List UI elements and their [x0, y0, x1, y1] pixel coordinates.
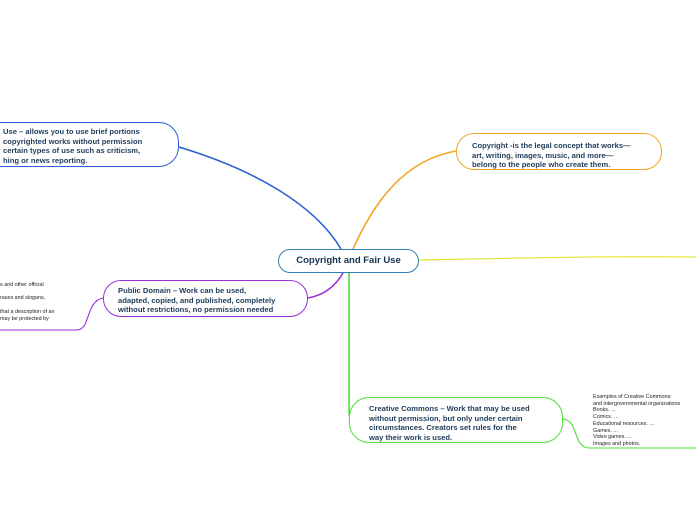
- connector-cc-leaf: [562, 418, 591, 449]
- topic-copyright[interactable]: Copyright -is the legal concept that wor…: [456, 133, 662, 170]
- public-notes-line: [0, 289, 55, 296]
- fair-use-line: certain types of use such as criticism,: [3, 146, 141, 155]
- public-domain-line: Public Domain – Work can be used,: [118, 286, 247, 295]
- connector-public-leaf: [75, 297, 104, 331]
- connector-fair-use: [178, 146, 342, 250]
- cc-example-line: Games. ...: [593, 427, 618, 434]
- creative-commons-examples[interactable]: Examples of Creative Commons: and interg…: [593, 394, 680, 448]
- creative-commons-line: circumstances. Creators set rules for th…: [369, 423, 517, 432]
- creative-commons-line: Creative Commons – Work that may be used: [369, 404, 530, 413]
- connector-creative-commons: [348, 273, 353, 423]
- connector-copyright: [352, 150, 457, 250]
- public-domain-line: without restrictions, no permission need…: [118, 305, 274, 314]
- public-domain-notes[interactable]: s and other official rases and slogans, …: [0, 282, 55, 322]
- public-notes-line: s and other official: [0, 282, 44, 288]
- cc-example-line: Comics. ...: [593, 414, 619, 421]
- fair-use-line: copyrighted works without permission: [3, 136, 143, 146]
- copyright-line: Copyright -is the legal concept that wor…: [472, 141, 631, 150]
- connector-right-branch: [418, 256, 696, 261]
- copyright-line: art, writing, images, music, and more—: [472, 150, 614, 160]
- public-notes-line: that a description of an: [0, 308, 55, 315]
- public-notes-line: rases and slogans,: [0, 295, 46, 302]
- creative-commons-line: way their work is used.: [369, 432, 453, 442]
- cc-example-line: Video games. ...: [593, 434, 632, 441]
- topic-fair-use[interactable]: Use – allows you to use brief portions c…: [0, 122, 179, 167]
- topic-creative-commons[interactable]: Creative Commons – Work that may be used…: [349, 397, 563, 443]
- topic-public-domain[interactable]: Public Domain – Work can be used, adapte…: [103, 280, 308, 317]
- fair-use-line: hing or news reporting.: [3, 155, 88, 165]
- fair-use-line: Use – allows you to use brief portions: [3, 127, 140, 136]
- public-notes-line: [0, 302, 55, 309]
- public-notes-line: may be protected by: [0, 315, 49, 322]
- creative-commons-line: without permission, but only under certa…: [369, 413, 523, 423]
- public-domain-line: adapted, copied, and published, complete…: [118, 295, 276, 305]
- central-topic-label: Copyright and Fair Use: [296, 255, 401, 266]
- cc-example-line: Images and photos.: [593, 440, 641, 447]
- cc-example-line: Examples of Creative Commons:: [593, 394, 672, 400]
- cc-example-line: and intergovernmental organizations: [593, 400, 681, 407]
- connector-public-domain: [307, 272, 344, 299]
- central-topic[interactable]: Copyright and Fair Use: [278, 249, 419, 273]
- cc-example-line: Educational resources. ...: [593, 420, 654, 427]
- cc-example-line: Books. ...: [593, 407, 616, 414]
- copyright-line: belong to the people who create them.: [472, 160, 611, 169]
